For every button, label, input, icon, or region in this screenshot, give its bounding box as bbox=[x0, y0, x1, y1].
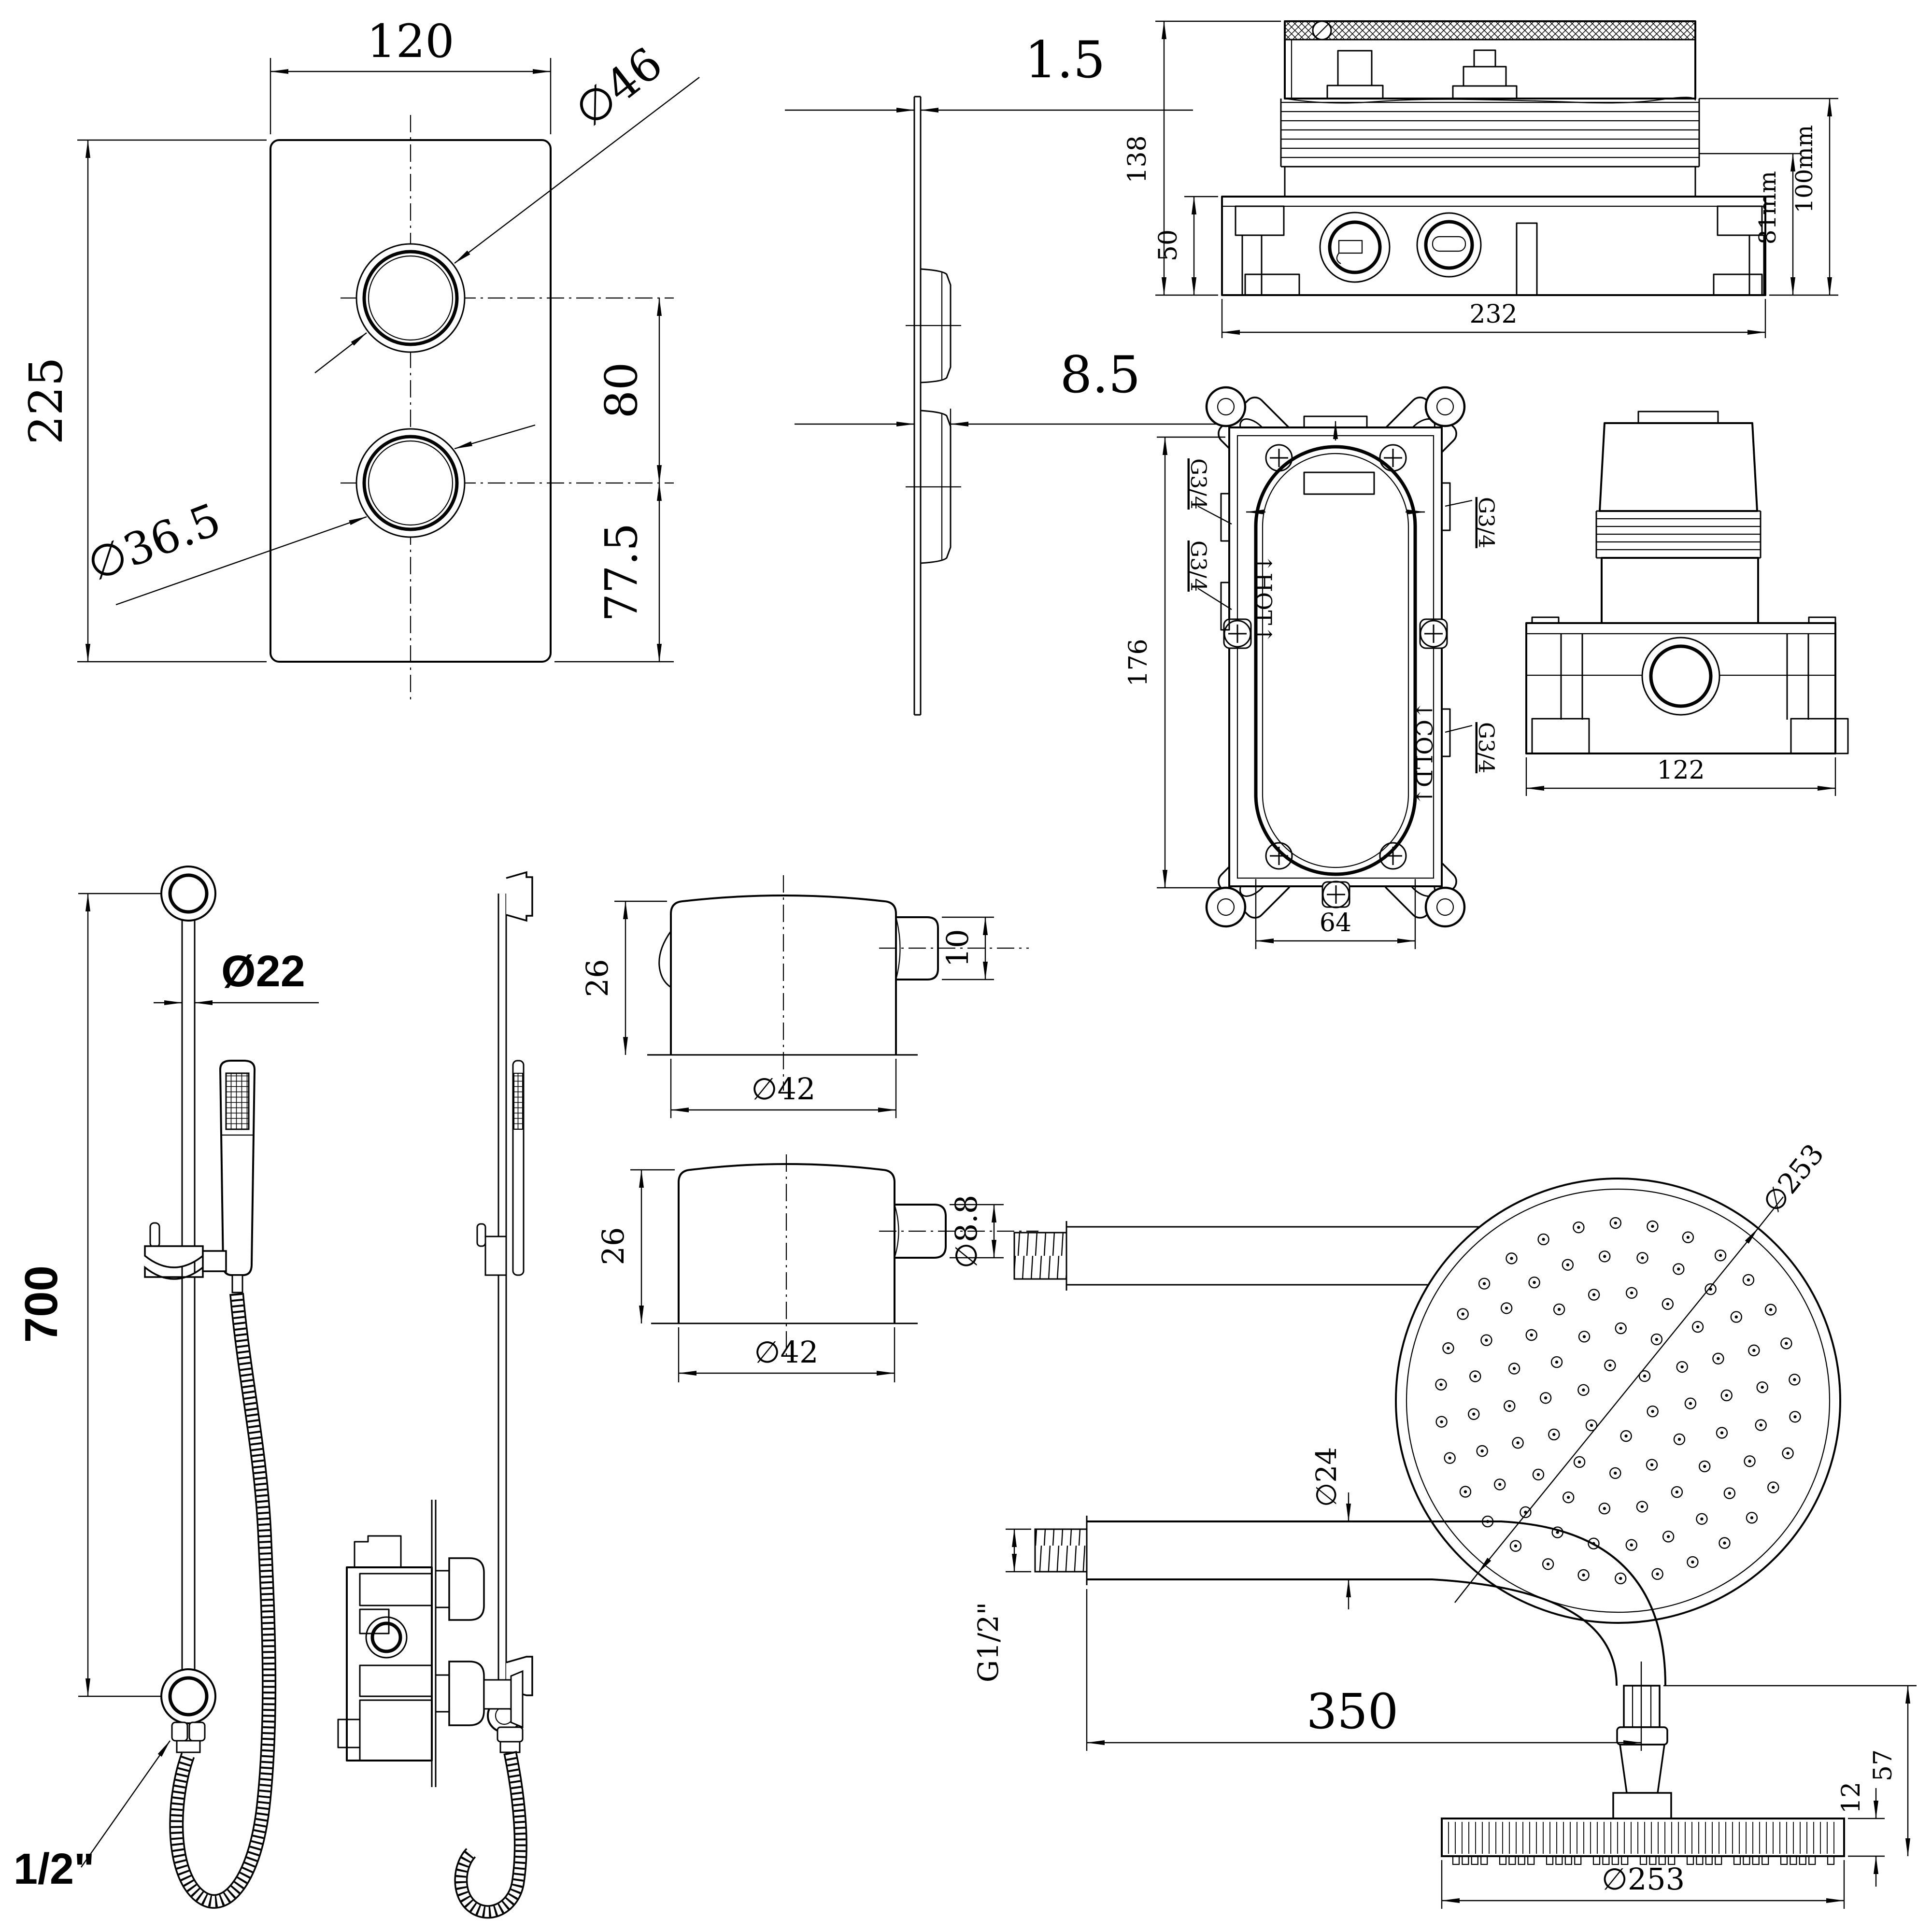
label-port-mid-left: G3/4 bbox=[1186, 540, 1210, 592]
arm-thread-side bbox=[1034, 1528, 1088, 1573]
trim-plate-front-view: 120 225 80 77.5 ∅46 ∅36.5 bbox=[20, 15, 700, 704]
label-hot: ↑HOT↑ bbox=[1250, 554, 1277, 644]
dim-arm-length: 350 bbox=[1307, 1683, 1399, 1740]
head-disc-side bbox=[1441, 1818, 1845, 1865]
handle-detail-bottom-view: 26 ∅8.8 ∅42 bbox=[596, 1154, 1038, 1382]
rail-slider bbox=[144, 1222, 227, 1280]
slide-rail-side-view bbox=[476, 871, 533, 1733]
hand-shower bbox=[219, 1060, 256, 1293]
dim-handle-a-height: 26 bbox=[580, 959, 615, 997]
dim-box-outlet-width: 64 bbox=[1320, 909, 1351, 938]
rail-top-bracket-side bbox=[506, 871, 533, 922]
box-screws bbox=[1223, 444, 1448, 909]
dim-plate-width: 120 bbox=[367, 15, 454, 68]
top-knob bbox=[355, 243, 466, 353]
label-hose-nut: 1/2" bbox=[14, 1845, 95, 1893]
dim-handle-a-dia: ∅42 bbox=[752, 1071, 816, 1107]
handle-detail-top-view: 26 10 ∅42 bbox=[580, 875, 1029, 1118]
label-port-bottom-right: G3/4 bbox=[1474, 722, 1498, 773]
spray-face bbox=[225, 1072, 250, 1130]
shower-head-top-view: ∅253 bbox=[1013, 1137, 1841, 1624]
valve-ribs-side bbox=[1595, 510, 1762, 559]
valve-port-left bbox=[1319, 212, 1391, 283]
dim-plate-thickness: 1.5 bbox=[1025, 30, 1106, 89]
trim-valve-hose bbox=[454, 1751, 527, 1919]
trim-knob-top bbox=[448, 1557, 485, 1621]
dim-knob-outer-dia: ∅46 bbox=[565, 37, 672, 137]
valve-ribs-front bbox=[1280, 99, 1700, 168]
dim-valve-side-width: 122 bbox=[1657, 756, 1705, 785]
slide-rail-front-view: Ø22 700 1/2" bbox=[14, 866, 319, 1909]
dim-head-height: 57 bbox=[1869, 1749, 1898, 1781]
dim-box-height: 176 bbox=[1124, 639, 1153, 686]
dim-rail-dia: Ø22 bbox=[221, 947, 305, 996]
dim-head-rim-height: 12 bbox=[1837, 1782, 1866, 1814]
trim-plate-side-view: 1.5 8.5 bbox=[785, 30, 1234, 716]
dim-handle-a-stub: 10 bbox=[940, 929, 975, 967]
dim-knob-spacing: 80 bbox=[596, 362, 647, 418]
label-cold: ↓COLD↓ bbox=[1411, 701, 1437, 806]
dim-head-dia-top: ∅253 bbox=[1756, 1137, 1830, 1219]
dim-handle-b-stub-dia: ∅8.8 bbox=[949, 1195, 984, 1269]
valve-side-view: 122 bbox=[1525, 411, 1849, 796]
dim-handle-b-dia: ∅42 bbox=[754, 1335, 819, 1370]
dim-valve-depth-ribs: 81mm bbox=[1754, 171, 1781, 244]
mounting-box-view: G3/4 G3/4 G3/4 G3/4 ↑HOT↑ ↓COLD↓ 176 64 bbox=[1124, 386, 1498, 949]
valve-front-view: 138 50 232 100mm 81mm bbox=[1123, 20, 1838, 338]
trim-knob-bottom bbox=[448, 1661, 485, 1726]
label-port-top-right: G3/4 bbox=[1474, 497, 1498, 548]
dim-valve-total-depth: 100mm bbox=[1791, 125, 1818, 213]
dim-knob-inner-dia: ∅36.5 bbox=[81, 494, 227, 591]
valve-trim-side-view bbox=[337, 1500, 527, 1919]
dim-arm-dia: ∅24 bbox=[1310, 1447, 1343, 1507]
dim-bottom-offset: 77.5 bbox=[596, 523, 647, 622]
hand-shower-hose bbox=[169, 1293, 277, 1909]
dim-head-dia-side: ∅253 bbox=[1602, 1861, 1685, 1897]
dim-handle-b-height: 26 bbox=[596, 1227, 631, 1265]
arm-thread-top bbox=[1013, 1232, 1067, 1280]
dim-valve-height: 138 bbox=[1123, 135, 1152, 183]
dim-plate-height: 225 bbox=[20, 357, 73, 444]
shower-arm-side-view: G1/2" 350 ∅24 12 57 ∅253 bbox=[972, 1447, 1917, 1909]
dim-knob-depth: 8.5 bbox=[1060, 345, 1141, 404]
dim-valve-box-height: 50 bbox=[1154, 229, 1183, 261]
dim-arm-thread: G1/2" bbox=[972, 1602, 1005, 1682]
label-port-top-left: G3/4 bbox=[1186, 458, 1210, 510]
dim-rail-length: 700 bbox=[15, 1265, 67, 1343]
hose-nut bbox=[171, 1721, 206, 1753]
bottom-knob bbox=[355, 428, 466, 538]
dim-valve-width: 232 bbox=[1469, 300, 1517, 329]
valve-port-right bbox=[1416, 212, 1482, 278]
